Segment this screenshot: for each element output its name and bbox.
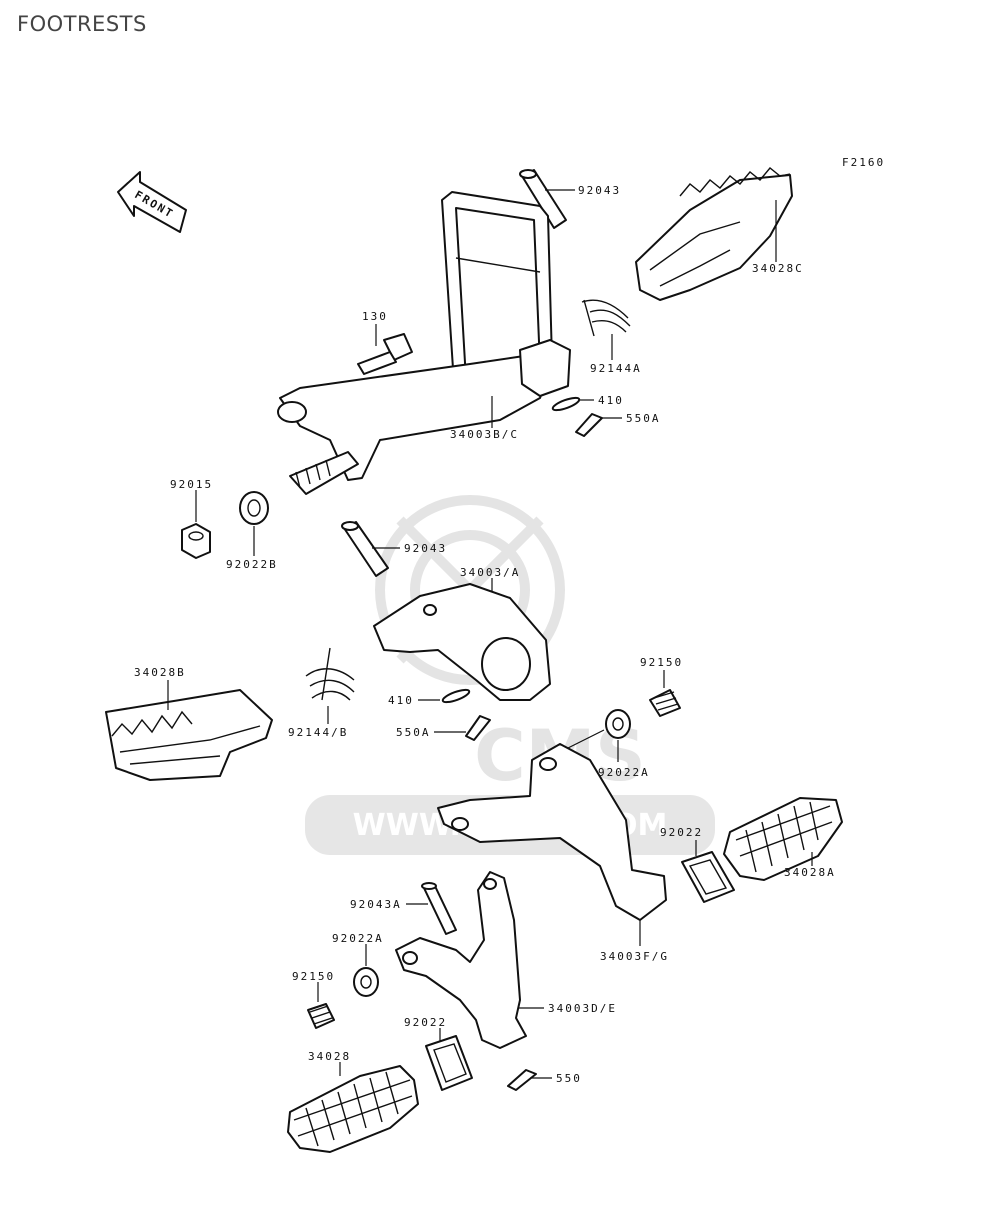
bolt-130 (357, 324, 413, 375)
label-92150-right: 92150 (640, 656, 683, 669)
label-92043-mid: 92043 (404, 542, 447, 555)
bracket-34003A (373, 578, 551, 701)
label-92144B: 92144/B (288, 726, 348, 739)
label-34028B: 34028B (134, 666, 186, 679)
bracket-34003BC (277, 191, 571, 495)
footpeg-34028 (287, 1062, 419, 1153)
label-410-mid: 410 (388, 694, 414, 707)
washer-410-top (551, 396, 594, 412)
label-410-top: 410 (598, 394, 624, 407)
washer-92022A-left (353, 944, 379, 997)
washer-92022B (239, 491, 269, 556)
label-92022A-left: 92022A (332, 932, 384, 945)
label-550A-mid: 550A (396, 726, 431, 739)
front-arrow-icon: FRONT (117, 171, 187, 233)
damper-92022-left (425, 1028, 473, 1091)
cotter-pin-550A-top (575, 413, 622, 437)
label-34003FG: 34003F/G (600, 950, 669, 963)
label-34003DE: 34003D/E (548, 1002, 617, 1015)
figure-code: F2160 (842, 156, 885, 169)
label-92144A: 92144A (590, 362, 642, 375)
nut-92015 (181, 490, 211, 559)
pin-92043-mid (341, 521, 400, 577)
label-550A-top: 550A (626, 412, 661, 425)
label-92043-top: 92043 (578, 184, 621, 197)
footpeg-34028A (723, 797, 843, 881)
rubber-plug-92150-right (649, 670, 681, 717)
label-34028: 34028 (308, 1050, 351, 1063)
label-92022A-right: 92022A (598, 766, 650, 779)
label-34028C: 34028C (752, 262, 804, 275)
footpeg-34028C (635, 167, 793, 301)
label-92043A: 92043A (350, 898, 402, 911)
label-34003A: 34003/A (460, 566, 520, 579)
label-34003BC: 34003B/C (450, 428, 519, 441)
damper-92022-right (681, 840, 735, 903)
label-92022B: 92022B (226, 558, 278, 571)
label-92015: 92015 (170, 478, 213, 491)
footpeg-34028B (105, 680, 273, 781)
label-130: 130 (362, 310, 388, 323)
label-92022-left: 92022 (404, 1016, 447, 1029)
label-92022-right: 92022 (660, 826, 703, 839)
page-title: FOOTRESTS (17, 12, 147, 36)
pin-92043A (406, 882, 457, 935)
washer-92022A-right (559, 709, 631, 762)
bracket-34003FG (437, 743, 667, 946)
rubber-plug-92150-left (307, 982, 335, 1029)
label-92150-left: 92150 (292, 970, 335, 983)
washer-410-mid (418, 688, 471, 704)
cotter-pin-550 (507, 1069, 552, 1091)
label-34028A: 34028A (784, 866, 836, 879)
spring-92144B (305, 647, 355, 724)
spring-92144A (581, 299, 631, 360)
bracket-34003DE (395, 871, 544, 1049)
label-550: 550 (556, 1072, 582, 1085)
cotter-pin-550A-mid (434, 715, 491, 741)
